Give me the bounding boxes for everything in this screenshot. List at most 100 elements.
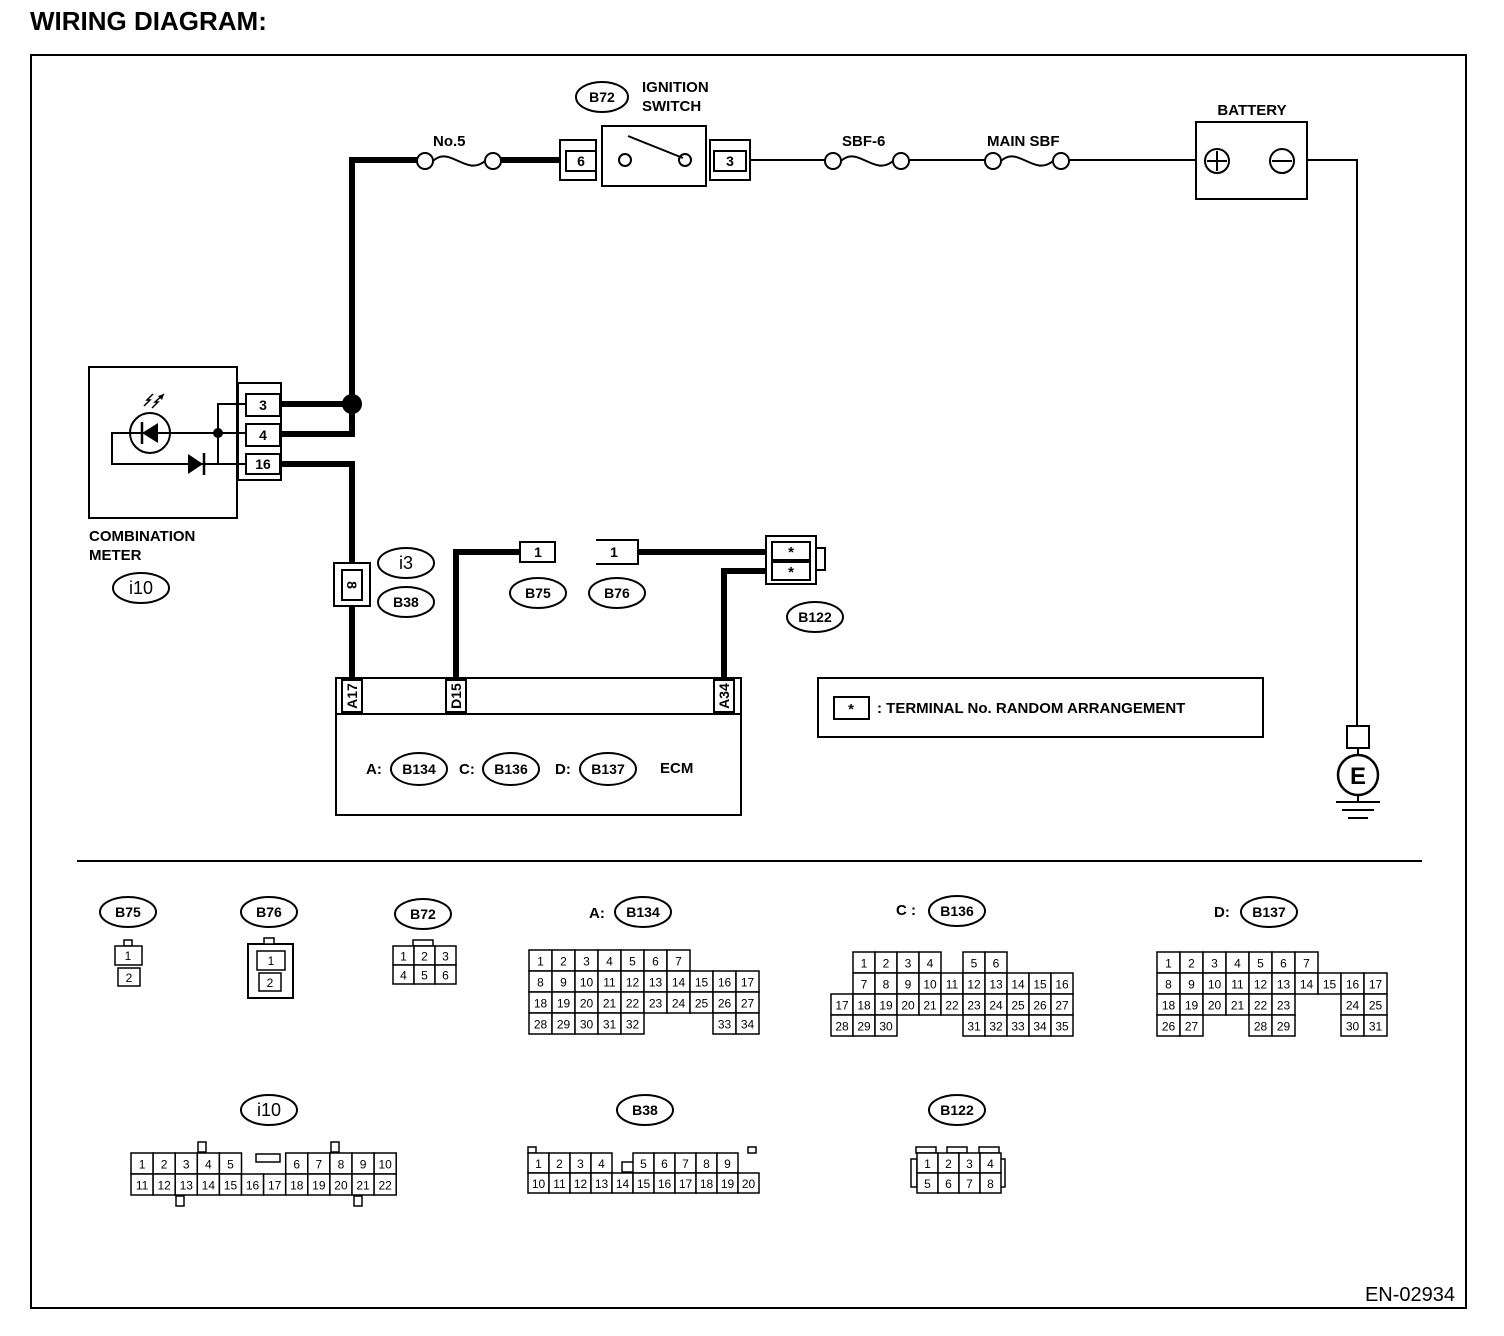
fuse-sbf6: SBF-6 <box>824 133 910 170</box>
meter-name-2: METER <box>89 547 142 564</box>
view-b134-pin-cell <box>735 1012 760 1035</box>
legend-frame <box>817 677 1264 738</box>
b122-pin-2-label: * <box>788 564 794 581</box>
view-b137-pin-label: 21 <box>1231 999 1245 1013</box>
ecm-prefix-d: D: <box>555 761 571 778</box>
page-title: WIRING DIAGRAM: <box>30 6 267 36</box>
light-arrowhead <box>158 394 164 400</box>
view-b137-pin-label: 19 <box>1185 999 1199 1013</box>
view-b136-pin-label: 12 <box>967 978 981 992</box>
view-i10-pin-label: 9 <box>360 1158 367 1172</box>
view-b38-pin-label: 13 <box>595 1177 609 1191</box>
view-b75-pin-1-label: 1 <box>125 949 132 963</box>
meter-pin-16-label: 16 <box>255 456 271 472</box>
view-b136-pin-label: 14 <box>1011 978 1025 992</box>
view-b134-pin-label: 20 <box>580 997 594 1011</box>
view-b137-pin-cell <box>1179 1014 1204 1037</box>
b122-pin-1-label: * <box>788 544 794 561</box>
view-b76-pin-1-label: 1 <box>268 954 275 968</box>
ecm-pin-d15 <box>445 679 467 713</box>
view-i10-pin-label: 3 <box>183 1158 190 1172</box>
ecm-pin-d15-label: D15 <box>448 683 464 709</box>
view-b76-badge <box>240 896 298 928</box>
main-sbf-label: MAIN SBF <box>987 133 1060 150</box>
ecm-b134-badge <box>390 752 448 786</box>
view-b72-pin-label: 3 <box>442 950 449 964</box>
b122-pin-1 <box>771 541 811 561</box>
view-b72-pin-cell <box>434 964 457 985</box>
sbf6-terminal-left <box>824 152 842 170</box>
view-b137-pin-label: 24 <box>1346 999 1360 1013</box>
view-i10-latch-1 <box>197 1141 207 1153</box>
legend-symbol-box <box>833 696 870 720</box>
view-b134-pin-label: 9 <box>560 976 567 990</box>
ign-contact-right <box>678 153 692 167</box>
junction-dot <box>342 394 362 414</box>
view-b136-pin-label: 7 <box>861 978 868 992</box>
view-b136-pin-label: 18 <box>857 999 871 1013</box>
view-b136-pin-label: 31 <box>967 1020 981 1034</box>
view-i10-pin-label: 20 <box>334 1179 348 1193</box>
b76-pin <box>596 539 639 565</box>
ecm-pin-a17 <box>341 679 363 713</box>
b122-label: B122 <box>798 609 832 625</box>
view-b136-pin-label: 35 <box>1055 1020 1069 1034</box>
ignition-name-2: SWITCH <box>642 98 701 115</box>
view-i10-pin-label: 5 <box>227 1158 234 1172</box>
b76-pin-label: 1 <box>610 544 618 560</box>
main-sbf-terminal-right <box>1052 152 1070 170</box>
view-b136-pin-label: 5 <box>971 957 978 971</box>
view-b134-pin-label: 31 <box>603 1018 617 1032</box>
fuse-main-sbf: MAIN SBF <box>984 133 1070 170</box>
view-b38-pin-label: 17 <box>679 1177 693 1191</box>
view-b38-label: B38 <box>632 1102 658 1118</box>
view-i10-pin-label: 8 <box>338 1158 345 1172</box>
i3-label: i3 <box>399 553 413 573</box>
view-i10-pin-label: 18 <box>290 1179 304 1193</box>
view-b75: B75 1 2 <box>99 896 157 987</box>
view-b136-label: B136 <box>940 903 974 919</box>
diode-icon <box>188 454 203 474</box>
wire-meter-4 <box>281 404 355 437</box>
view-b136-pin-label: 6 <box>993 957 1000 971</box>
view-b136-pin-label: 2 <box>883 957 890 971</box>
ecm-connector-strip <box>335 677 742 715</box>
meter-pin-4 <box>245 423 281 447</box>
view-b136-pin-label: 26 <box>1033 999 1047 1013</box>
ecm-pin-a34 <box>713 679 735 713</box>
view-b38-pin-label: 2 <box>556 1157 563 1171</box>
view-b134-pin-label: 21 <box>603 997 617 1011</box>
view-b137-pin-cell <box>1271 1014 1296 1037</box>
view-b137-pin-label: 17 <box>1369 978 1383 992</box>
wire-d15 <box>453 549 520 680</box>
view-b137-pin-label: 20 <box>1208 999 1222 1013</box>
view-b38-pin-label: 16 <box>658 1177 672 1191</box>
main-sbf-element <box>1000 155 1054 167</box>
view-b136-pin-label: 33 <box>1011 1020 1025 1034</box>
view-b122-pin-label: 8 <box>987 1177 994 1191</box>
b76-badge <box>588 577 646 609</box>
view-i10-pin-label: 16 <box>246 1179 260 1193</box>
view-b75-pin-2-label: 2 <box>126 971 133 985</box>
view-i10-pin-cell <box>373 1173 397 1196</box>
ecm-prefix-c: C: <box>459 761 475 778</box>
wiring <box>281 157 1358 728</box>
b122-connector: * * B122 <box>765 535 844 633</box>
b38-badge <box>377 586 435 618</box>
b75-label: B75 <box>525 585 551 601</box>
meter-pin-3-label: 3 <box>259 397 267 413</box>
view-b75-latch <box>123 939 133 947</box>
wire-a34 <box>721 568 770 680</box>
joint-connector: 8 i3 B38 <box>333 547 435 618</box>
power-wire <box>349 157 418 404</box>
view-b136-pin-label: 16 <box>1055 978 1069 992</box>
view-b76-pin-1 <box>256 950 286 971</box>
view-b136-pin-label: 30 <box>879 1020 893 1034</box>
